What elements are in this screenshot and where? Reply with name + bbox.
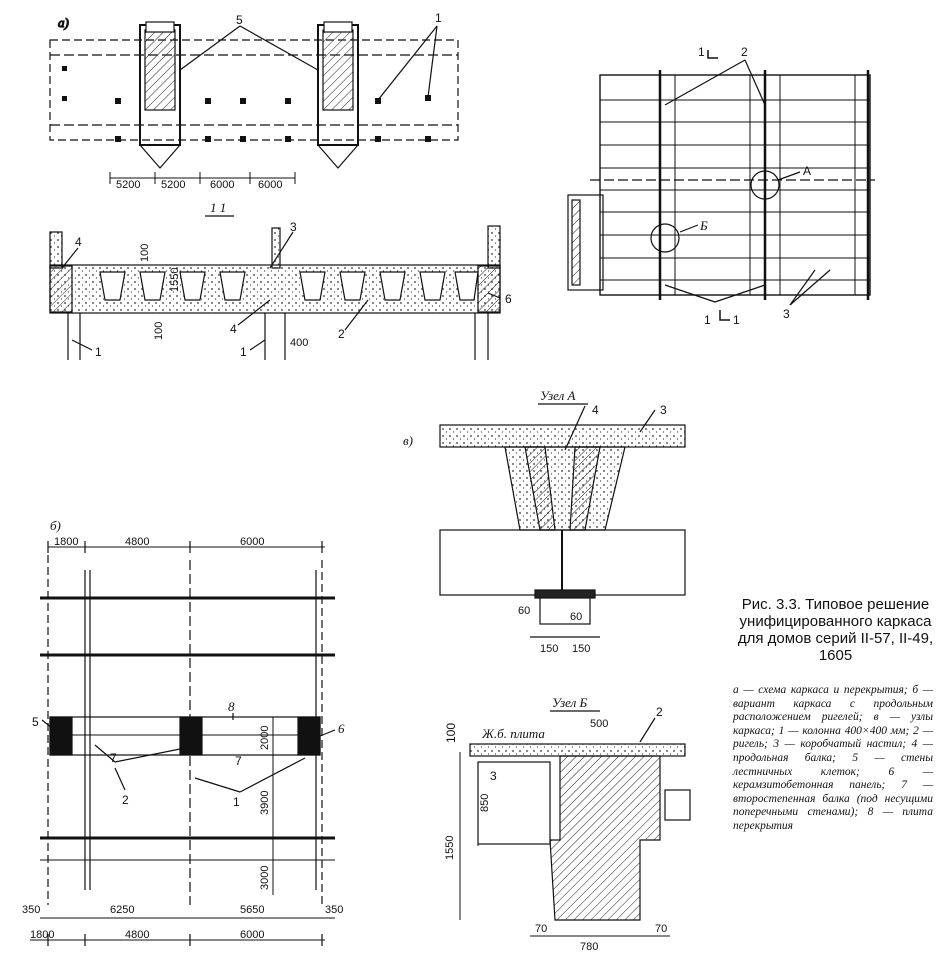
panel-b-letter: б) [50, 518, 61, 533]
node-a-callout-4: 4 [592, 403, 599, 417]
section-dim-400: 400 [290, 337, 308, 349]
section-dim-100: 100 [139, 244, 151, 262]
panel-b-frame: б) 1800 4800 6000 5 8 6 7 7 2 [22, 518, 345, 946]
node-a-dim-60b: 60 [570, 611, 582, 623]
b-top-dim-1800: 1800 [54, 536, 78, 548]
node-b-dim-1550: 1550 [444, 836, 456, 860]
dim-a-3: 6000 [210, 179, 234, 191]
dim-a-1: 5200 [116, 179, 140, 191]
section-dim-100b: 100 [153, 322, 165, 340]
b-callout-2: 2 [122, 793, 129, 807]
b-side-dim-3000: 3000 [259, 866, 271, 890]
section-callout-4b: 4 [230, 322, 237, 336]
b-bottom-dim-6000: 6000 [240, 929, 264, 941]
section-dim-1550: 1550 [169, 268, 181, 292]
plan-section-mark-top: 1 [698, 45, 705, 59]
node-b-dim-70a: 70 [535, 923, 547, 935]
panel-a-letter: а) [58, 15, 69, 30]
node-b-callout-3: 3 [490, 769, 497, 783]
b-callout-5: 5 [32, 715, 39, 729]
b-bottom-dim-5650: 5650 [240, 904, 264, 916]
plan-callout-2: 2 [741, 45, 748, 59]
b-bottom-dim-4800: 4800 [125, 929, 149, 941]
node-a: Узел А в) 4 3 60 60 150 150 [403, 388, 686, 655]
figure-legend: а — схема каркаса и перекрытия; б — вари… [733, 684, 933, 832]
node-b-title: Узел Б [552, 695, 588, 710]
plan-callout-3: 3 [783, 307, 790, 321]
plan-callout-1: 1 [704, 313, 711, 327]
b-callout-7a: 7 [110, 751, 117, 765]
node-b-plate: Ж.б. плита [481, 726, 545, 741]
b-bottom-dim-350a: 350 [22, 904, 40, 916]
plan-section-mark-bottom: 1 [733, 313, 740, 327]
node-b-dim-500: 500 [590, 718, 608, 730]
section-callout-1a: 1 [95, 345, 102, 359]
node-b-dim-780: 780 [580, 941, 598, 953]
node-b-callout-2: 2 [656, 705, 663, 719]
b-callout-8: 8 [228, 699, 235, 714]
section-callout-6: 6 [505, 292, 512, 306]
node-b-dim-100: 100 [444, 723, 458, 743]
plan-callout-A: А [803, 164, 811, 178]
dim-a-4: 6000 [258, 179, 282, 191]
section-callout-3: 3 [290, 220, 297, 234]
figure-caption: Рис. 3.3. Типовое решение унифицированно… [737, 596, 934, 664]
callout-5: 5 [236, 13, 243, 27]
b-bottom-dim-1800: 1800 [30, 929, 54, 941]
panel-v-letter: в) [403, 433, 413, 448]
node-b-dim-70b: 70 [655, 923, 667, 935]
b-bottom-dim-350b: 350 [325, 904, 343, 916]
node-a-dim-60a: 60 [518, 605, 530, 617]
b-bottom-dim-6250: 6250 [110, 904, 134, 916]
section-callout-1b: 1 [240, 345, 247, 359]
b-side-dim-2000: 2000 [259, 726, 271, 750]
callout-1: 1 [435, 11, 442, 25]
b-top-dim-6000: 6000 [240, 536, 264, 548]
b-callout-7b: 7 [235, 754, 242, 768]
node-a-dim-150a: 150 [540, 643, 558, 655]
section-callout-4: 4 [75, 235, 82, 249]
b-top-dim-4800: 4800 [125, 536, 149, 548]
panel-plan-isometric: 1 1 2 А Б 1 3 [567, 45, 875, 327]
node-a-dim-150b: 150 [572, 643, 590, 655]
b-side-dim-3900: 3900 [259, 791, 271, 815]
plan-callout-B: Б [699, 218, 708, 233]
section-callout-2: 2 [338, 327, 345, 341]
section-1-1: 1 1 4 3 1 4 1 2 6 [49, 200, 512, 360]
node-b: Узел Б Ж.б. плита 100 500 3 2 850 1550 7… [444, 695, 691, 953]
node-a-callout-3: 3 [660, 403, 667, 417]
dim-a-2: 5200 [161, 179, 185, 191]
node-a-title: Узел А [540, 388, 576, 403]
section-title: 1 1 [210, 200, 226, 215]
node-b-dim-850: 850 [479, 794, 491, 812]
b-callout-6: 6 [338, 721, 345, 736]
panel-a-plan: а) 5 1 [49, 11, 459, 191]
b-callout-1: 1 [233, 795, 240, 809]
